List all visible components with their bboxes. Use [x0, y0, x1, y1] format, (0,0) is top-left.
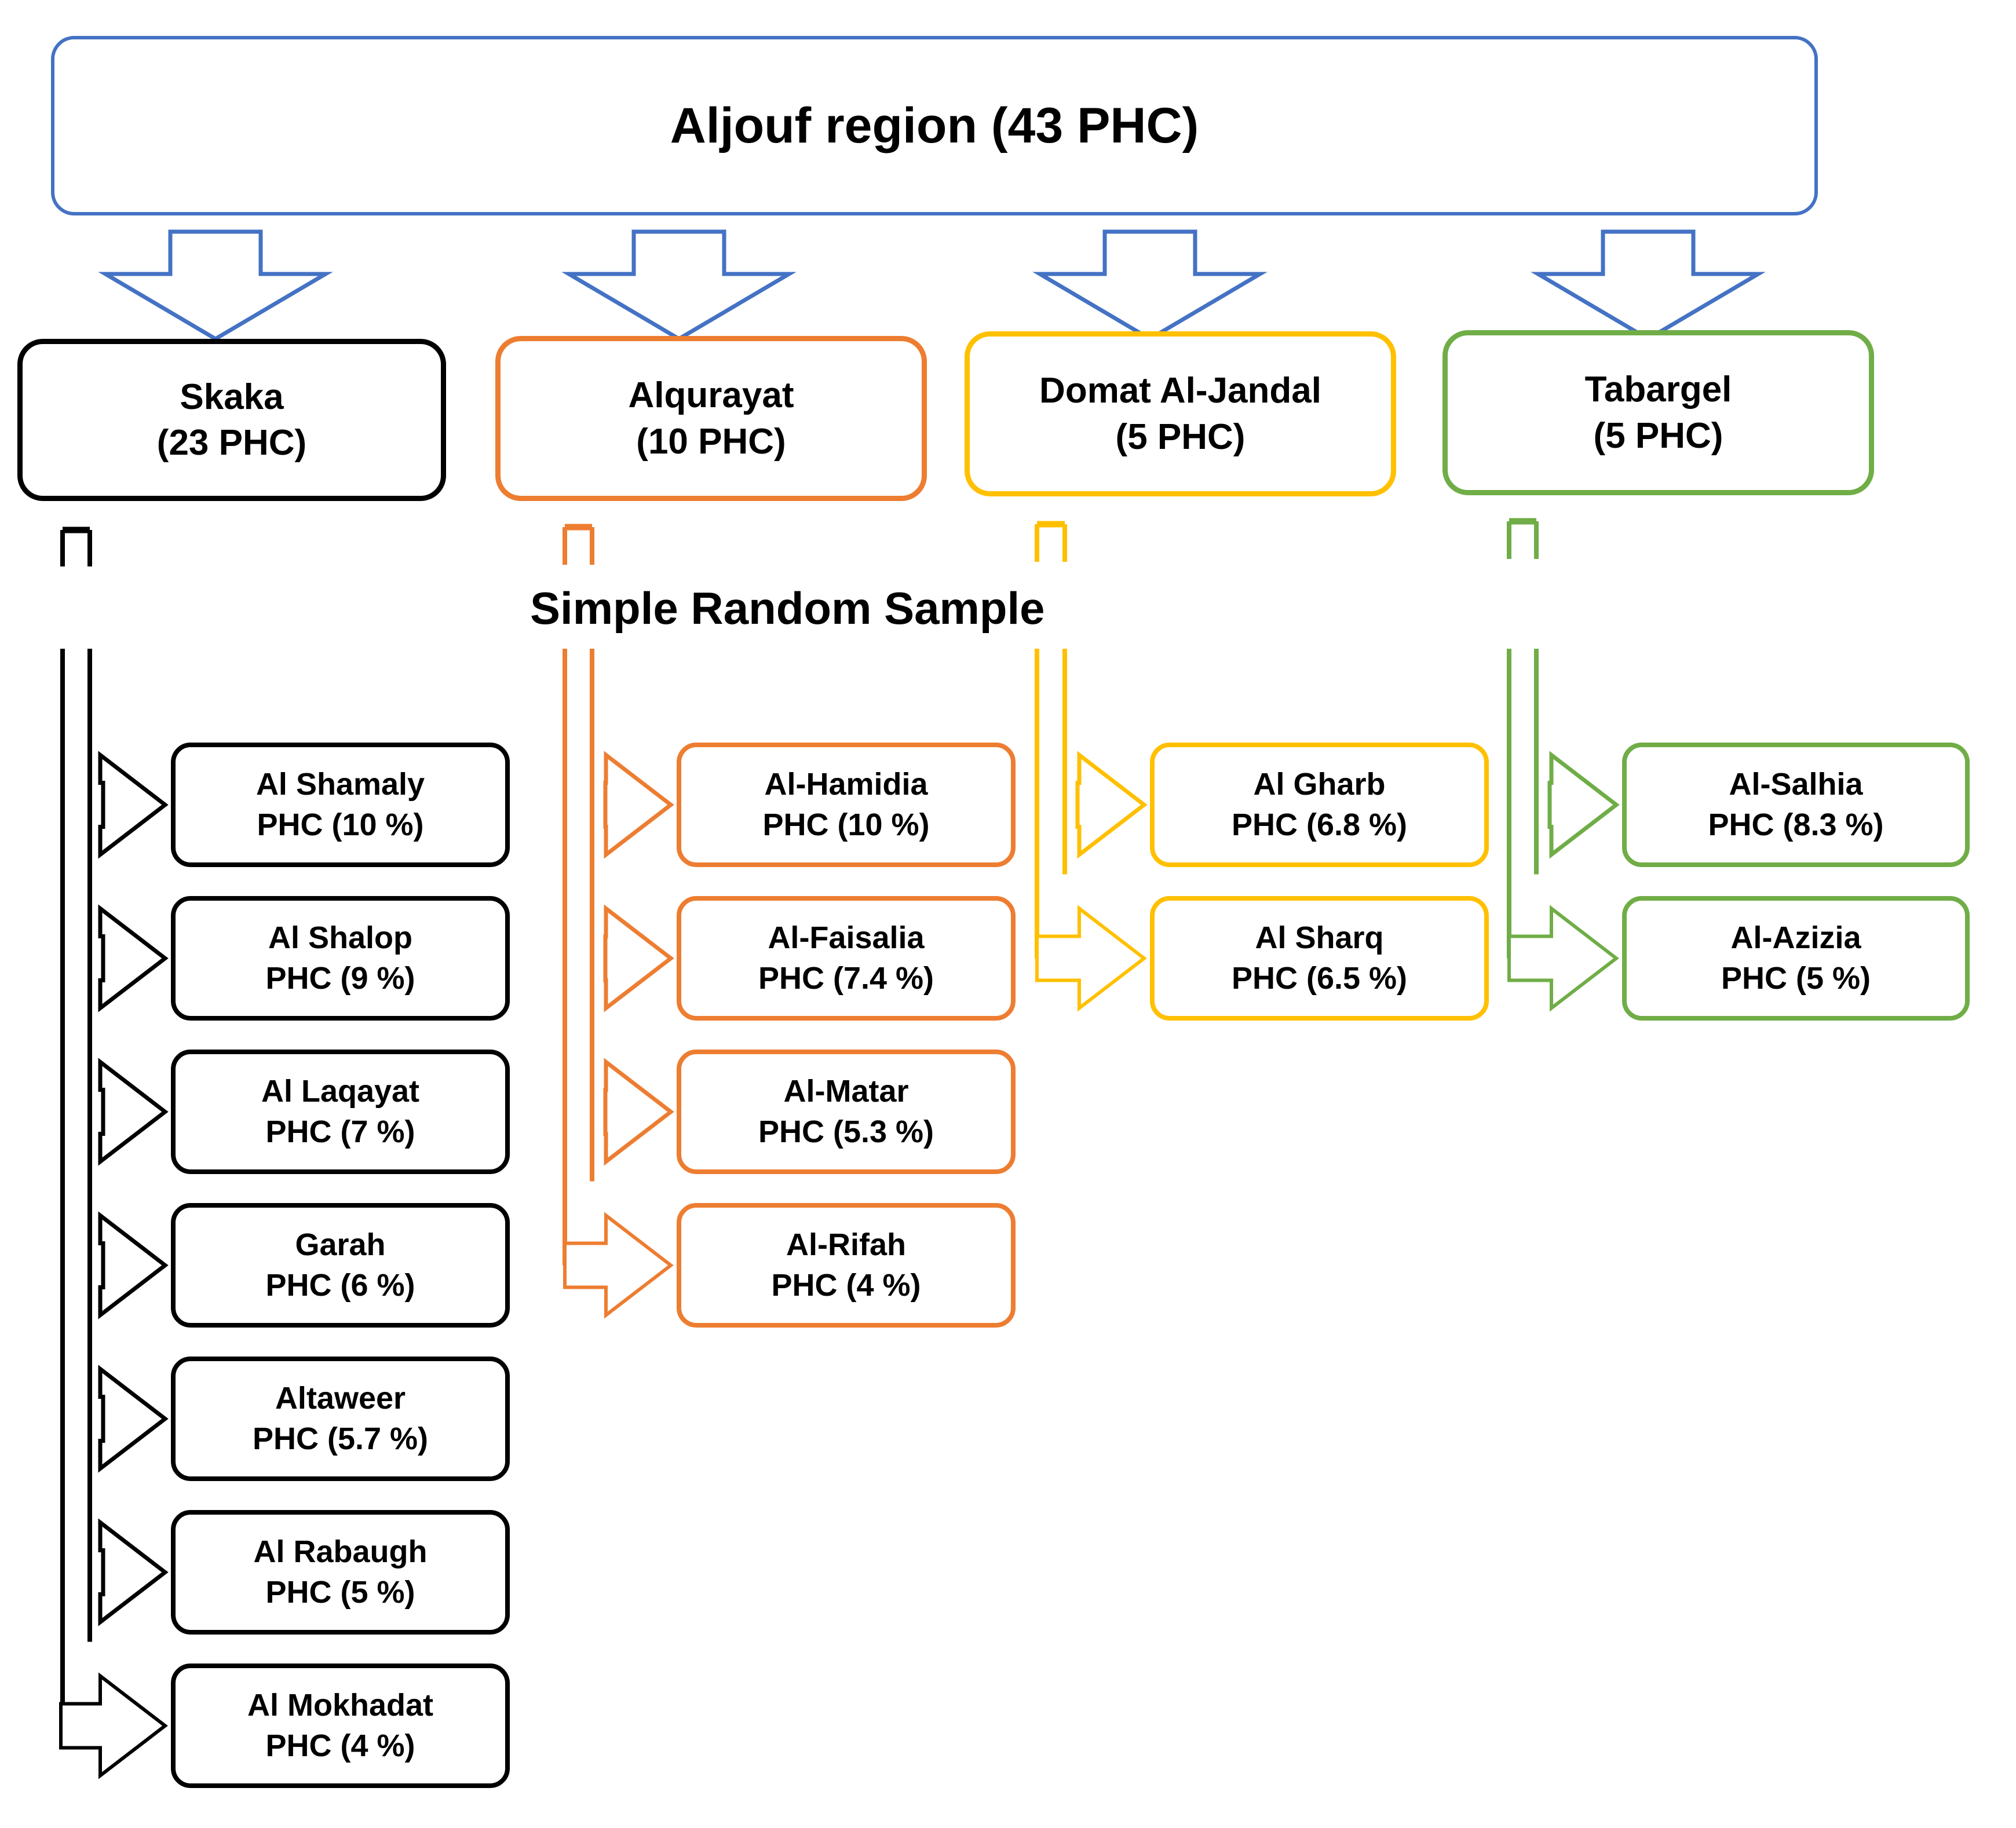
- governorate-name-skaka: Skaka: [180, 376, 284, 417]
- phc-name: Al-Hamidia: [764, 767, 928, 802]
- phc-percent: PHC (5 %): [1721, 960, 1871, 996]
- phc-name: Al-Matar: [783, 1074, 909, 1109]
- phc-percent: PHC (6 %): [265, 1267, 415, 1303]
- phc-name: Al Gharb: [1253, 767, 1386, 802]
- arrow-to-skaka-2: [98, 1058, 169, 1166]
- arrow-to-skaka-3: [98, 1211, 169, 1319]
- phc-percent: PHC (5.7 %): [252, 1421, 429, 1456]
- phc-name: Al Shalop: [268, 920, 412, 956]
- down-arrow-domat: [1032, 229, 1268, 342]
- phc-percent: PHC (7 %): [265, 1114, 415, 1149]
- arrow-to-skaka-6: [59, 1672, 168, 1779]
- down-arrow-tabargel: [1531, 229, 1766, 342]
- phc-name: Garah: [295, 1227, 386, 1263]
- root-node-aljouf[interactable]: Aljouf region (43 PHC): [51, 36, 1818, 215]
- arrow-to-tabargel-0: [1547, 751, 1620, 859]
- arrow-to-alqurayat-1: [603, 904, 674, 1012]
- arrow-to-alqurayat-0: [603, 751, 674, 859]
- arrow-to-domat-1: [1035, 905, 1147, 1012]
- phc-percent: PHC (8.3 %): [1708, 807, 1884, 842]
- governorate-phc-tabargel: (5 PHC): [1593, 415, 1723, 456]
- arrow-to-skaka-4: [98, 1365, 169, 1473]
- arrow-to-alqurayat-3: [563, 1212, 674, 1319]
- governorate-phc-alqurayat: (10 PHC): [636, 421, 786, 462]
- phc-name: Al Rabaugh: [253, 1534, 428, 1570]
- arrow-to-alqurayat-2: [603, 1058, 674, 1166]
- phc-percent: PHC (10 %): [762, 807, 930, 842]
- down-arrow-alqurayat: [561, 229, 797, 342]
- arrow-to-domat-0: [1075, 751, 1148, 859]
- phc-name: Al-Salhia: [1729, 767, 1863, 802]
- governorate-name-domat: Domat Al-Jandal: [1039, 371, 1321, 411]
- phc-percent: PHC (6.8 %): [1231, 807, 1408, 842]
- governorate-node-tabargel[interactable]: Tabargel (5 PHC): [1442, 330, 1874, 495]
- phc-percent: PHC (9 %): [265, 960, 415, 996]
- phc-percent: PHC (6.5 %): [1231, 960, 1408, 996]
- governorate-node-domat[interactable]: Domat Al-Jandal (5 PHC): [965, 331, 1396, 496]
- phc-percent: PHC (4 %): [771, 1267, 921, 1303]
- phc-name: Al-Rifah: [786, 1227, 906, 1263]
- phc-percent: PHC (10 %): [257, 807, 424, 842]
- arrow-to-skaka-0: [98, 751, 169, 859]
- phc-name: Al Mokhadat: [247, 1688, 434, 1723]
- governorate-name-alqurayat: Alqurayat: [628, 375, 794, 416]
- arrow-to-skaka-1: [98, 904, 169, 1012]
- governorate-node-alqurayat[interactable]: Alqurayat (10 PHC): [495, 336, 927, 501]
- phc-name: Al Sharq: [1255, 920, 1384, 956]
- phc-percent: PHC (5 %): [265, 1574, 415, 1610]
- phc-name: Al-Faisalia: [768, 920, 925, 956]
- phc-percent: PHC (7.4 %): [758, 960, 934, 996]
- phc-name: Al Laqayat: [261, 1074, 420, 1109]
- arrow-to-skaka-5: [98, 1518, 169, 1626]
- root-node-label: Aljouf region (43 PHC): [670, 97, 1199, 153]
- phc-percent: PHC (5.3 %): [758, 1114, 934, 1149]
- phc-name: Al Shamaly: [255, 767, 425, 802]
- phc-name: Al-Azizia: [1730, 920, 1861, 956]
- governorate-phc-domat: (5 PHC): [1115, 416, 1246, 457]
- sampling-method-label: Simple Random Sample: [530, 583, 1045, 634]
- governorate-phc-skaka: (23 PHC): [156, 423, 307, 463]
- governorate-name-tabargel: Tabargel: [1584, 370, 1732, 410]
- phc-name: Altaweer: [275, 1381, 406, 1416]
- arrow-to-tabargel-1: [1507, 905, 1619, 1012]
- governorate-node-skaka[interactable]: Skaka (23 PHC): [17, 339, 446, 501]
- down-arrow-skaka: [98, 229, 333, 342]
- phc-percent: PHC (4 %): [265, 1728, 415, 1763]
